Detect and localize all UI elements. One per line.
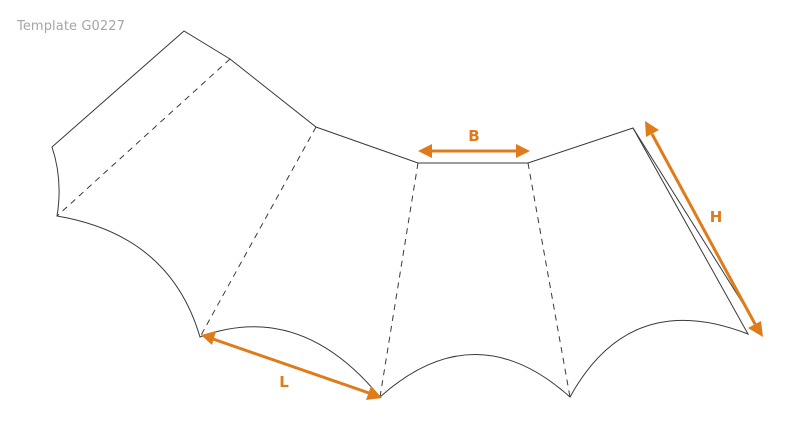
- dimension-h-arrow-top: [645, 121, 659, 137]
- fold-line-4: [527, 162, 571, 398]
- dimension-b-arrow-right: [516, 144, 530, 158]
- fold-line-1: [56, 58, 231, 217]
- dimension-h-arrow-bottom: [748, 321, 763, 337]
- dimension-b-label: B: [468, 127, 479, 145]
- template-label: Template G0227: [17, 19, 126, 34]
- fold-line-2: [199, 126, 317, 338]
- dimension-l-line: [212, 337, 370, 395]
- dimension-l-arrow-right: [366, 386, 382, 400]
- fold-line-3: [379, 162, 419, 398]
- dimension-b: B: [418, 127, 530, 158]
- dimension-l-arrow-left: [201, 331, 216, 345]
- dimension-l: L: [201, 331, 382, 400]
- dimension-l-label: L: [279, 373, 289, 391]
- cut-outline: [51, 30, 750, 398]
- dimension-h: H: [645, 121, 763, 337]
- dimension-h-line: [650, 133, 757, 325]
- dimension-h-label: H: [710, 208, 723, 226]
- dimension-b-arrow-left: [418, 144, 432, 158]
